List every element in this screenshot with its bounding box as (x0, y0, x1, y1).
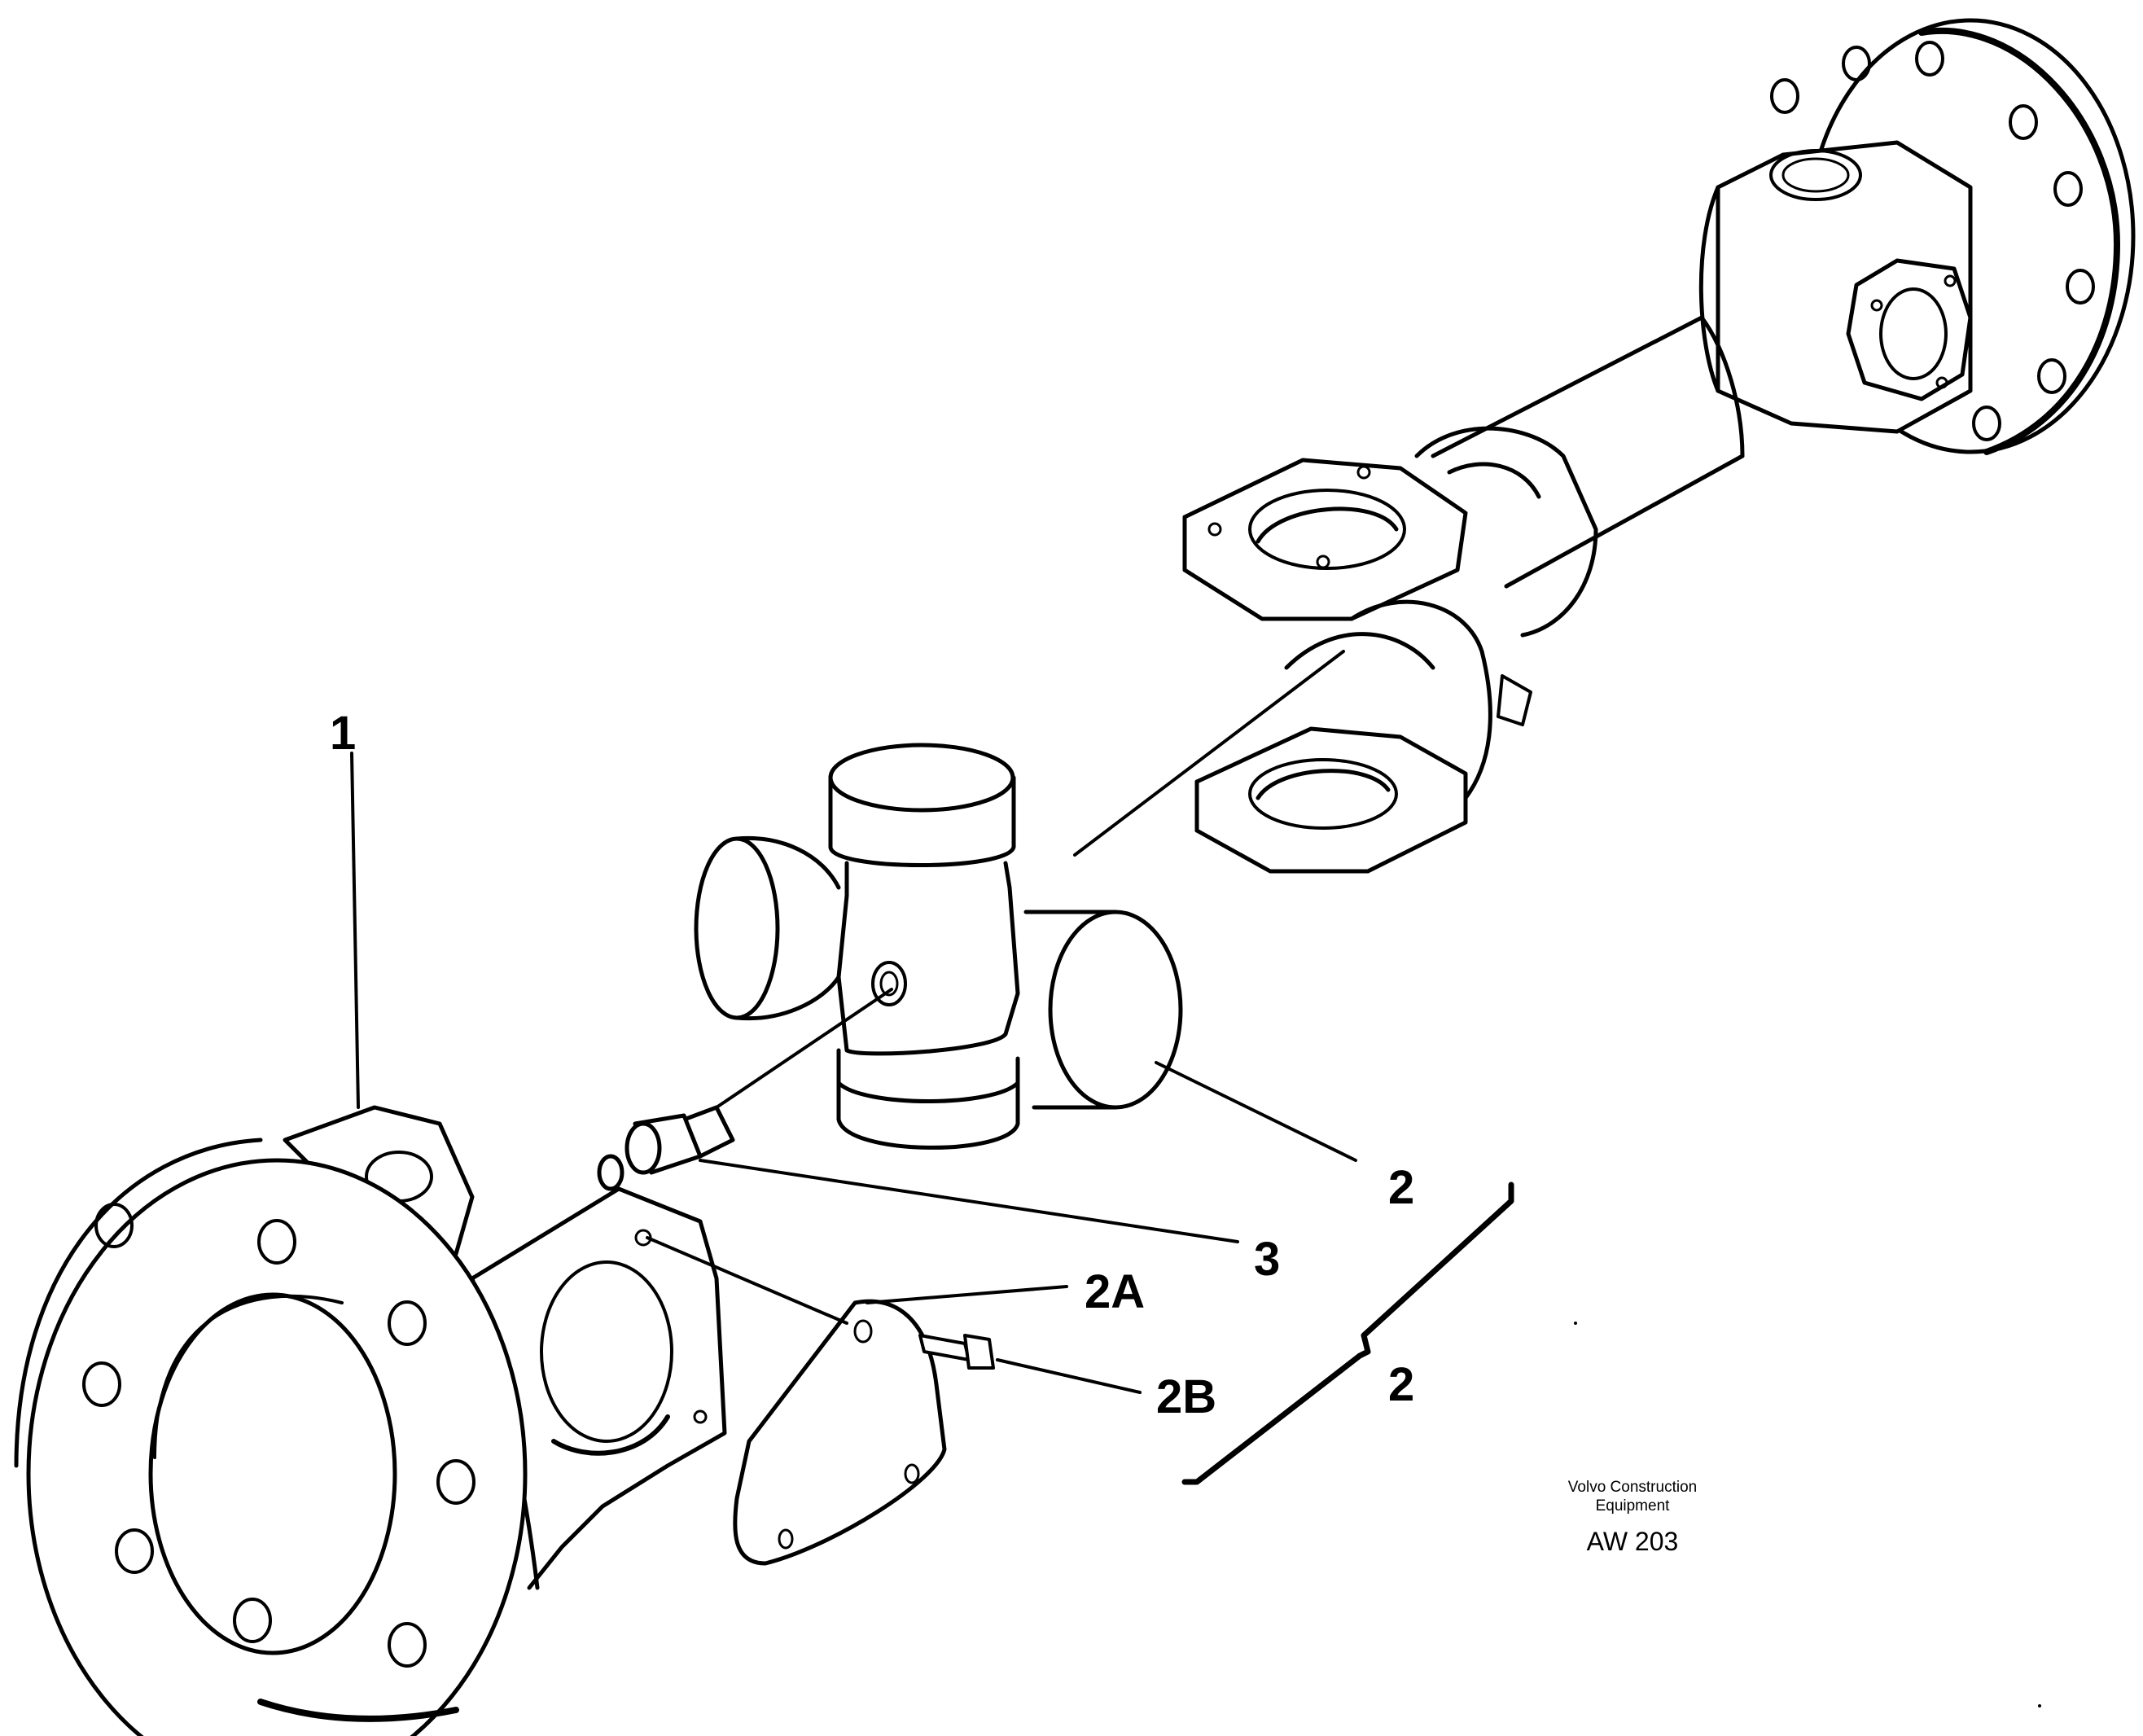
callout-2a: 2A (1085, 1265, 1146, 1318)
callout-2b: 2B (1156, 1370, 1217, 1423)
left-flange-yoke (14, 1105, 727, 1736)
callout-2-bracket: 2 (1388, 1358, 1415, 1411)
leader-1 (350, 752, 360, 1109)
shaft-tube (1414, 315, 1745, 638)
middle-yoke (1073, 458, 1532, 874)
lock-plate-bolt (918, 1334, 995, 1370)
leader-3 (699, 1159, 1239, 1243)
leader-2a (866, 1285, 1068, 1304)
assembly-bracket (1181, 1181, 1514, 1485)
leader-2-cross (1155, 1061, 1357, 1162)
left-flange-bolt-holes (82, 1203, 475, 1668)
drawing-code: AW 203 (1586, 1527, 1679, 1556)
leader-lines (350, 752, 1357, 1394)
publisher-credit: Volvo Construction Equipment AW 203 (1531, 1478, 1734, 1556)
leader-hole (646, 1236, 848, 1325)
lock-plate (733, 1299, 947, 1566)
callout-2-cross: 2 (1388, 1161, 1415, 1214)
right-flange-bolt-holes (1770, 41, 2095, 441)
universal-joint-cross (694, 743, 1183, 1150)
grease-nipple (597, 988, 893, 1191)
credit-line-2: Equipment (1595, 1497, 1670, 1515)
callout-3: 3 (1254, 1233, 1281, 1286)
right-flange-yoke (1698, 18, 2136, 455)
leader-2b (996, 1358, 1142, 1394)
credit-line-1: Volvo Construction (1567, 1479, 1698, 1496)
callout-1: 1 (330, 707, 357, 760)
